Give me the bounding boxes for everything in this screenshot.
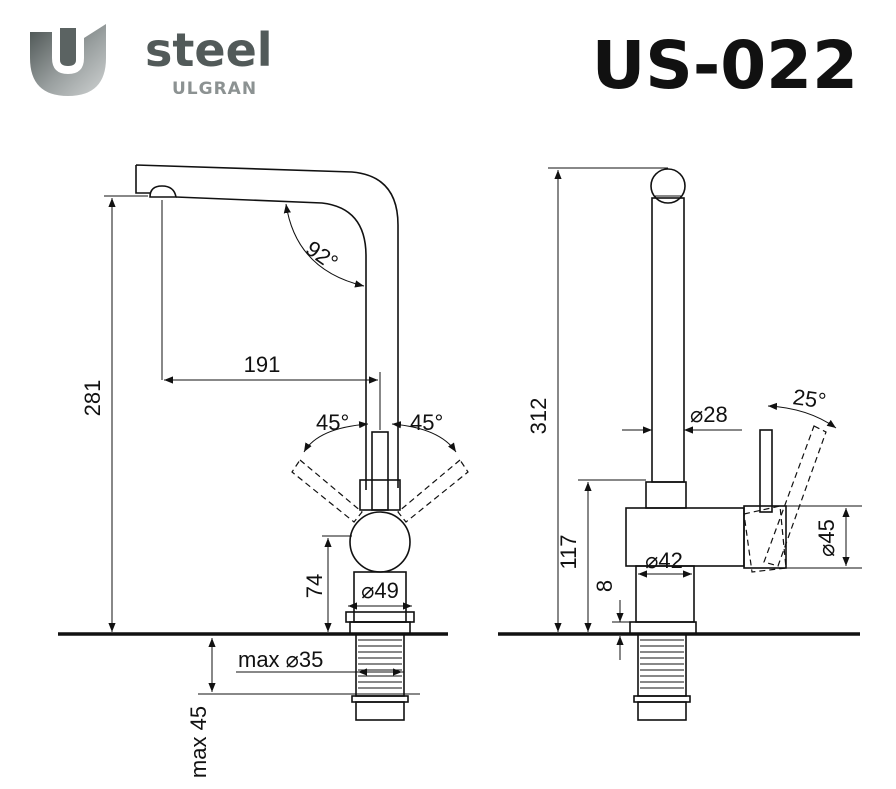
- dim-base-diameter: ⌀49: [361, 578, 399, 603]
- dim-body-diameter: ⌀45: [814, 519, 839, 557]
- spout-column: [651, 197, 685, 483]
- lever-handle: [371, 431, 389, 511]
- dim-lever-right-angle: 45°: [410, 410, 443, 435]
- dim-countertop-max: max 45: [186, 706, 211, 778]
- dim-side-height-total: 312: [526, 398, 551, 435]
- dim-side-base-diameter: ⌀42: [645, 548, 683, 573]
- dim-spout-angle: 92°: [301, 236, 343, 276]
- mounting-nut: [355, 701, 405, 721]
- dim-body-height: 74: [302, 574, 327, 598]
- mixer-body: [349, 511, 411, 573]
- dim-hole-diameter: max ⌀35: [238, 647, 323, 672]
- side-view: 312 ⌀28 25° 117 ⌀45 ⌀42 8: [498, 167, 862, 721]
- brand-sub: ULGRAN: [172, 79, 257, 99]
- front-view: 281 191 92° 45° 45° 74 ⌀49 max ⌀35 max 4…: [58, 164, 469, 778]
- lever-handle-side: [759, 429, 773, 513]
- brand-logo: steel ULGRAN: [30, 23, 273, 99]
- dim-height-total: 281: [80, 380, 105, 417]
- logo-mark-icon: [30, 24, 106, 96]
- brand-word: steel: [145, 23, 273, 77]
- dim-spout-diameter: ⌀28: [690, 402, 728, 427]
- mixer-body-side: [625, 507, 745, 567]
- mounting-nut-side: [637, 701, 687, 721]
- dim-lever-left-angle: 45°: [316, 410, 349, 435]
- dim-spout-reach: 191: [244, 352, 281, 377]
- dim-lever-angle: 25°: [791, 384, 827, 413]
- dim-gap: 8: [592, 580, 617, 592]
- faucet-spout: [135, 164, 399, 490]
- dim-base-height: 117: [556, 534, 581, 569]
- model-title: US-022: [592, 27, 858, 104]
